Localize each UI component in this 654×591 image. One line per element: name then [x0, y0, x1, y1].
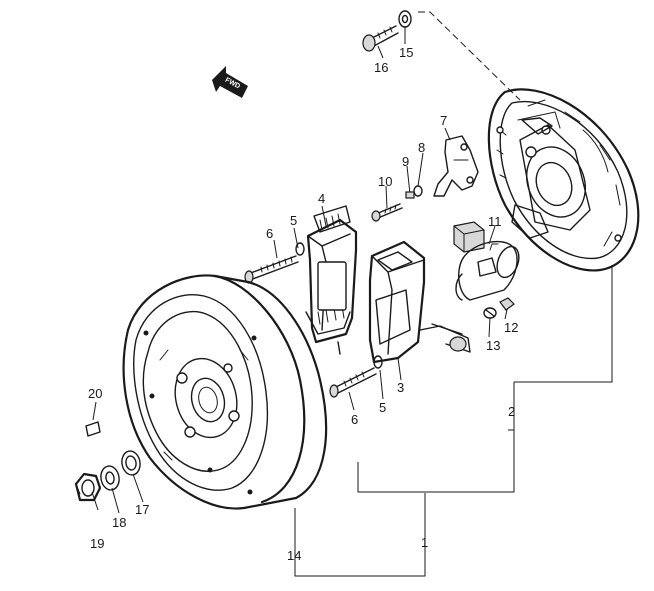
callout-9: 9 — [402, 154, 409, 169]
callout-20: 20 — [88, 386, 102, 401]
callout-12: 12 — [504, 320, 518, 335]
callout-2: 2 — [508, 404, 515, 419]
flywheel-rotor — [122, 274, 328, 510]
washer-8 — [413, 185, 423, 197]
callout-3: 3 — [397, 380, 404, 395]
callout-7: 7 — [440, 113, 447, 128]
bolt-6-top — [244, 255, 299, 284]
washer-18 — [100, 465, 120, 491]
bolt-16 — [362, 25, 399, 52]
callout-14: 14 — [287, 548, 301, 563]
ignition-coil — [305, 205, 358, 355]
callout-labels: 1 2 3 4 5 5 6 6 7 8 9 10 11 12 13 14 15 … — [88, 45, 518, 563]
nut-19 — [74, 472, 102, 502]
bolt-6-bottom — [329, 367, 377, 398]
callout-6-bottom: 6 — [351, 412, 358, 427]
screw-9 — [405, 191, 415, 199]
callout-10: 10 — [378, 174, 392, 189]
callout-1: 1 — [421, 535, 428, 550]
screw-10 — [371, 203, 403, 222]
washer-12 — [499, 297, 515, 311]
stator-base-plate — [487, 88, 640, 272]
screw-13 — [483, 307, 497, 319]
key-20 — [85, 421, 101, 437]
washer-15 — [398, 10, 412, 28]
callout-19: 19 — [90, 536, 104, 551]
callout-17: 17 — [135, 502, 149, 517]
callout-5-top: 5 — [290, 213, 297, 228]
leader-lines — [91, 11, 613, 577]
condenser — [455, 240, 520, 301]
callout-8: 8 — [418, 140, 425, 155]
callout-16: 16 — [374, 60, 388, 75]
callout-5-bottom: 5 — [379, 400, 386, 415]
callout-18: 18 — [112, 515, 126, 530]
callout-6-top: 6 — [266, 226, 273, 241]
felt-lubricator — [453, 221, 485, 253]
callout-15: 15 — [399, 45, 413, 60]
callout-13: 13 — [486, 338, 500, 353]
lighting-coil — [368, 240, 471, 364]
contact-breaker-point — [433, 135, 479, 197]
forward-arrow-icon: FWD — [212, 66, 248, 98]
washer-5-bottom — [373, 355, 383, 369]
callout-4: 4 — [318, 191, 325, 206]
washer-17 — [121, 450, 141, 476]
callout-11: 11 — [488, 214, 502, 229]
washer-5-top — [295, 242, 305, 256]
